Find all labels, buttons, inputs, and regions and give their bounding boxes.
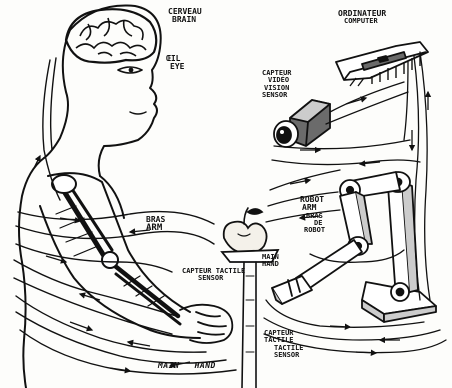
arm-label-en: ARM <box>146 224 165 233</box>
brain-label-en: BRAIN <box>172 16 202 24</box>
eye-label: ŒIL EYE <box>166 55 184 72</box>
apple-icon <box>224 222 267 253</box>
vision-sensor-en2: SENSOR <box>262 92 292 99</box>
hand-right-en: HAND <box>262 261 279 268</box>
human-arm <box>40 173 200 338</box>
hand-label-left: MAIN HAND <box>158 362 216 370</box>
brain-icon <box>66 9 156 62</box>
arm-label: BRAS ARM <box>146 216 165 234</box>
hand-label-right: MAIN HAND <box>262 254 279 269</box>
tactile-sensor-left-en: SENSOR <box>198 275 245 282</box>
hand-left-en: HAND <box>195 361 216 370</box>
computer-label: ORDINATEUR COMPUTER <box>338 10 386 26</box>
apple-on-stand <box>222 208 278 388</box>
computer-chip-icon <box>336 42 428 86</box>
robot-arm-icon <box>272 172 436 322</box>
robot-arm-label: ROBOT ARM BRAS DE ROBOT <box>300 196 325 235</box>
nerve-pathways-left <box>14 58 236 374</box>
robot-arm-fr3: ROBOT <box>304 227 325 234</box>
tactile-sensor-label-left: CAPTEUR TACTILE SENSOR <box>182 268 245 283</box>
vision-sensor-label: CAPTEUR VIDÉO VISION SENSOR <box>262 70 292 99</box>
human-figure <box>44 6 161 177</box>
eye-label-en: EYE <box>170 63 184 71</box>
hand-left-fr: MAIN <box>158 361 179 370</box>
vision-sensor-icon <box>274 100 330 147</box>
tactile-sensor-label-right: CAPTEUR TACTILE TACTILE SENSOR <box>264 330 304 359</box>
brain-label: CERVEAU BRAIN <box>168 8 202 25</box>
computer-label-en: COMPUTER <box>344 18 386 25</box>
neck-back <box>44 30 70 158</box>
tactile-sensor-right-en2: SENSOR <box>274 352 304 359</box>
